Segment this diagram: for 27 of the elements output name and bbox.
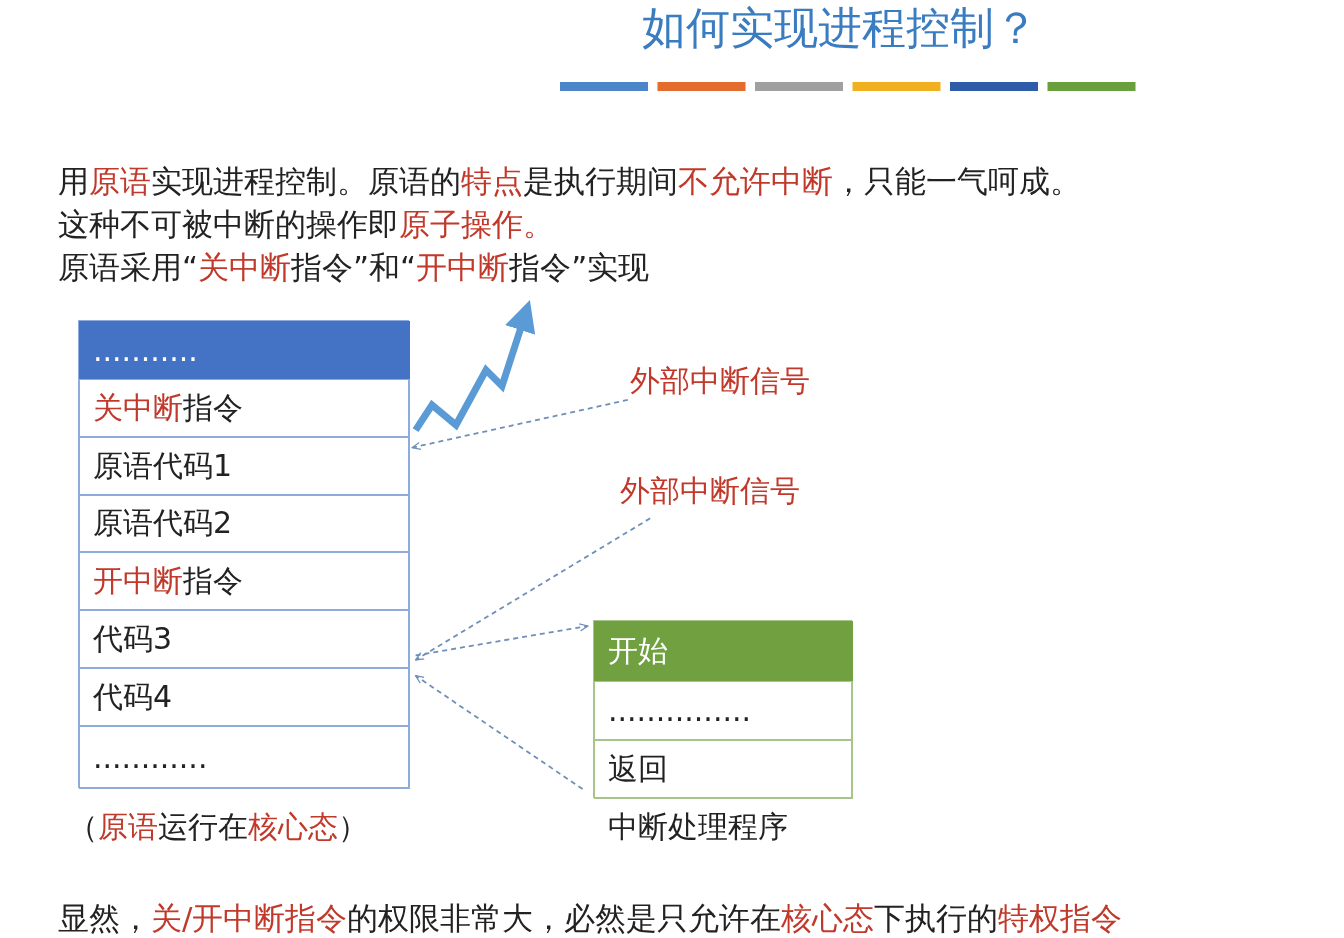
signal-label: 外部中断信号 [620,470,836,512]
dashed-arrow [414,674,584,790]
table-header: 开始 [594,621,853,681]
dashed-arrow [414,517,652,661]
zigzag-arrow [412,300,536,433]
table-row: 关中断指令 [79,379,410,437]
text-line: 显然，关/开中断指令的权限非常大，必然是只允许在核心态下执行的特权指令 [58,899,1123,938]
table-caption: 中断处理程序 [608,808,788,846]
dashed-arrow [414,623,589,657]
table-header: ........... [79,321,410,379]
text-line: 用原语实现进程控制。原语的特点是执行期间不允许中断，只能一气呵成。 [58,162,1081,201]
text-line: 原语采用“关中断指令”和“开中断指令”实现 [58,248,650,287]
table-row: ............... [594,681,853,740]
table-row: 代码4 [79,668,410,726]
table-row: 开中断指令 [79,552,410,610]
signal-label: 外部中断信号 [630,360,846,402]
table-row: 代码3 [79,610,410,668]
table-row: 原语代码1 [79,437,410,495]
table-row: 返回 [594,740,853,799]
title: 如何实现进程控制？ [641,1,1039,55]
table-row: ............ [79,726,410,789]
instruction-table [78,320,409,788]
text-line: 这种不可被中断的操作即原子操作。 [58,205,554,244]
table-row: 原语代码2 [79,495,410,552]
handler-table [593,620,852,798]
dashed-arrow [411,399,629,450]
table-caption: （原语运行在核心态） [68,808,368,846]
